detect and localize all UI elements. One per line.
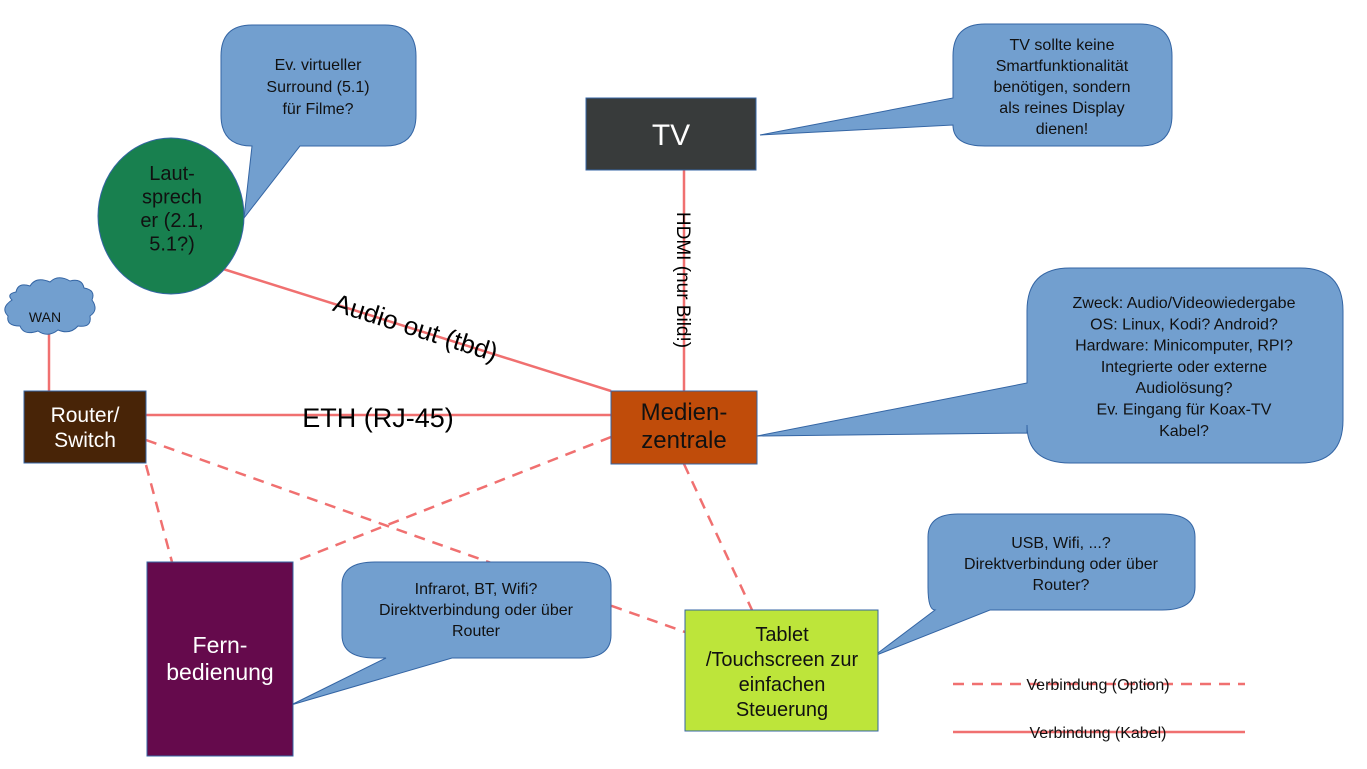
audio-line — [219, 266, 612, 393]
callout-tablet-text: USB, Wifi, ...? Direktverbindung oder übe… — [964, 535, 1159, 594]
text-line: Fern- — [193, 632, 248, 658]
lautsprecher-ellipse — [97, 137, 245, 295]
callout-tablet: USB, Wifi, ...? Direktverbindung oder übe… — [873, 513, 1196, 657]
text-line: Tablet — [755, 624, 809, 646]
eth-label: ETH (RJ-45) — [302, 403, 454, 433]
legend: Verbindung (Option) Verbindung (Kabel) — [953, 677, 1245, 742]
router-label: Router/Switch — [51, 404, 120, 452]
tv-box — [585, 97, 757, 171]
text-line: Medien- — [641, 399, 728, 426]
text-line: Surround (5.1) — [266, 79, 369, 96]
node-wan[interactable]: WAN — [4, 277, 96, 335]
node-medien[interactable]: Medien-zentrale — [610, 390, 758, 465]
text-line: Hardware: Minicomputer, RPI? — [1075, 338, 1293, 355]
text-line: Infrarot, BT, Wifi? — [415, 581, 538, 598]
callout-fern-text: Infrarot, BT, Wifi? Direktverbindung oder… — [379, 581, 574, 640]
legend-cable-label: Verbindung (Kabel) — [1030, 725, 1167, 742]
fernbedienung-label: Fern-bedienung — [166, 632, 273, 685]
medien-tablet-line — [682, 463, 754, 611]
text-line: Kabel? — [1159, 423, 1209, 440]
text-line: er (2.1, — [140, 210, 203, 232]
text-line: Router/ — [51, 404, 120, 427]
text-line: Laut- — [149, 163, 195, 185]
text-line: Zweck: Audio/Videowiedergabe — [1073, 295, 1296, 312]
text-line: benötigen, sondern — [994, 79, 1131, 96]
text-line: TV — [652, 119, 690, 152]
text-line: /Touchscreen zur — [706, 649, 859, 671]
text-line: einfachen — [739, 674, 826, 696]
text-line: zentrale — [641, 427, 726, 454]
medien-fern-line — [292, 435, 612, 564]
legend-option-label: Verbindung (Option) — [1026, 677, 1169, 694]
text-line: OS: Linux, Kodi? Android? — [1090, 316, 1278, 333]
text-line: 5.1?) — [149, 234, 195, 256]
text-line: dienen! — [1036, 121, 1089, 138]
tablet-box — [684, 609, 879, 732]
text-line: Ev. virtueller — [275, 57, 363, 74]
audio-out-label: Audio out (tbd) — [330, 287, 502, 367]
text-line: Steuerung — [736, 699, 828, 721]
text-line: WAN — [29, 309, 61, 325]
text-line: Integrierte oder externe — [1101, 359, 1267, 376]
text-line: als reines Display — [999, 100, 1124, 117]
text-line: Router? — [1033, 577, 1090, 594]
cloud-icon — [4, 277, 96, 335]
text-line: bedienung — [166, 659, 273, 685]
router-fern-line — [144, 464, 174, 563]
text-line: Router — [452, 623, 501, 640]
text-line: Smartfunktionalität — [996, 58, 1129, 75]
node-router[interactable]: Router/Switch — [23, 390, 147, 464]
text-line: sprech — [142, 187, 202, 209]
text-line: für Filme? — [282, 101, 353, 118]
hdmi-label: HDMI (nur Bild!) — [672, 212, 693, 348]
text-line: Audiolösung? — [1136, 380, 1233, 397]
text-line: Direktverbindung oder über — [964, 556, 1159, 573]
medien-box — [610, 390, 758, 465]
wan-label: WAN — [29, 309, 61, 325]
text-line: Ev. Eingang für Koax-TV — [1097, 402, 1272, 419]
tv-label: TV — [652, 119, 690, 152]
text-line: USB, Wifi, ...? — [1011, 535, 1111, 552]
fernbedienung-box — [146, 561, 294, 757]
router-box — [23, 390, 147, 464]
text-line: Direktverbindung oder über — [379, 602, 574, 619]
text-line: TV sollte keine — [1010, 37, 1115, 54]
node-tv[interactable]: TV — [585, 97, 757, 171]
text-line: Switch — [54, 429, 116, 452]
medien-label: Medien-zentrale — [641, 399, 728, 454]
callout-fern: Infrarot, BT, Wifi? Direktverbindung oder… — [290, 561, 612, 706]
node-fernbedienung[interactable]: Fern-bedienung — [146, 561, 294, 757]
